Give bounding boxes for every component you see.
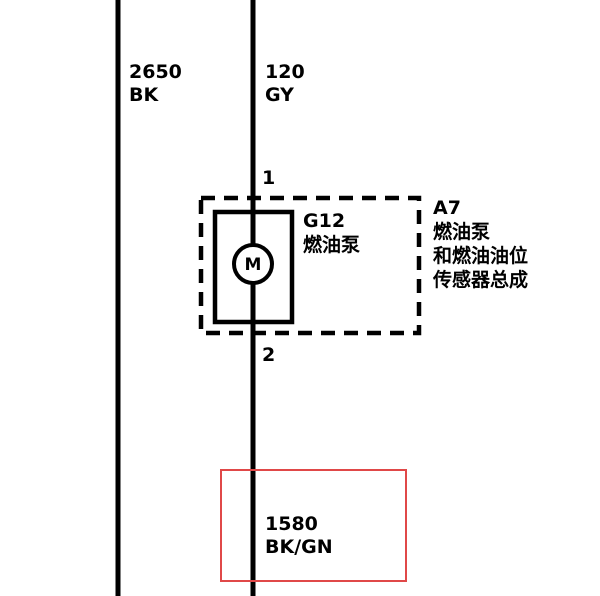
wire-circuit-left: 2650 xyxy=(129,61,182,83)
assembly-name-line2: 和燃油油位 xyxy=(433,245,529,267)
pin-2-label: 2 xyxy=(262,344,276,366)
wire-color-left: BK xyxy=(129,84,159,106)
assembly-name-line1: 燃油泵 xyxy=(433,221,491,243)
wire-circuit-center-top: 120 xyxy=(265,61,305,83)
motor-letter: M xyxy=(245,255,262,275)
component-ref: G12 xyxy=(303,210,346,232)
assembly-a7-boundary xyxy=(198,195,422,336)
wire-color-center-bottom: BK/GN xyxy=(265,536,333,558)
wire-label-center-top: 120 GY xyxy=(265,61,305,107)
wire-circuit-center-bottom: 1580 xyxy=(265,513,318,535)
motor-symbol xyxy=(232,243,274,285)
assembly-ref: A7 xyxy=(433,197,461,219)
component-name: 燃油泵 xyxy=(303,234,361,256)
assembly-label: A7 燃油泵 和燃油油位 传感器总成 xyxy=(433,196,528,292)
component-label: G12 燃油泵 xyxy=(303,209,360,257)
pin-1-label: 1 xyxy=(262,167,276,189)
wire-label-center-bottom: 1580 BK/GN xyxy=(265,513,333,559)
wire-color-center-top: GY xyxy=(265,84,294,106)
highlight-box xyxy=(220,469,407,582)
assembly-name-line3: 传感器总成 xyxy=(433,269,529,291)
wire-label-left: 2650 BK xyxy=(129,61,182,107)
